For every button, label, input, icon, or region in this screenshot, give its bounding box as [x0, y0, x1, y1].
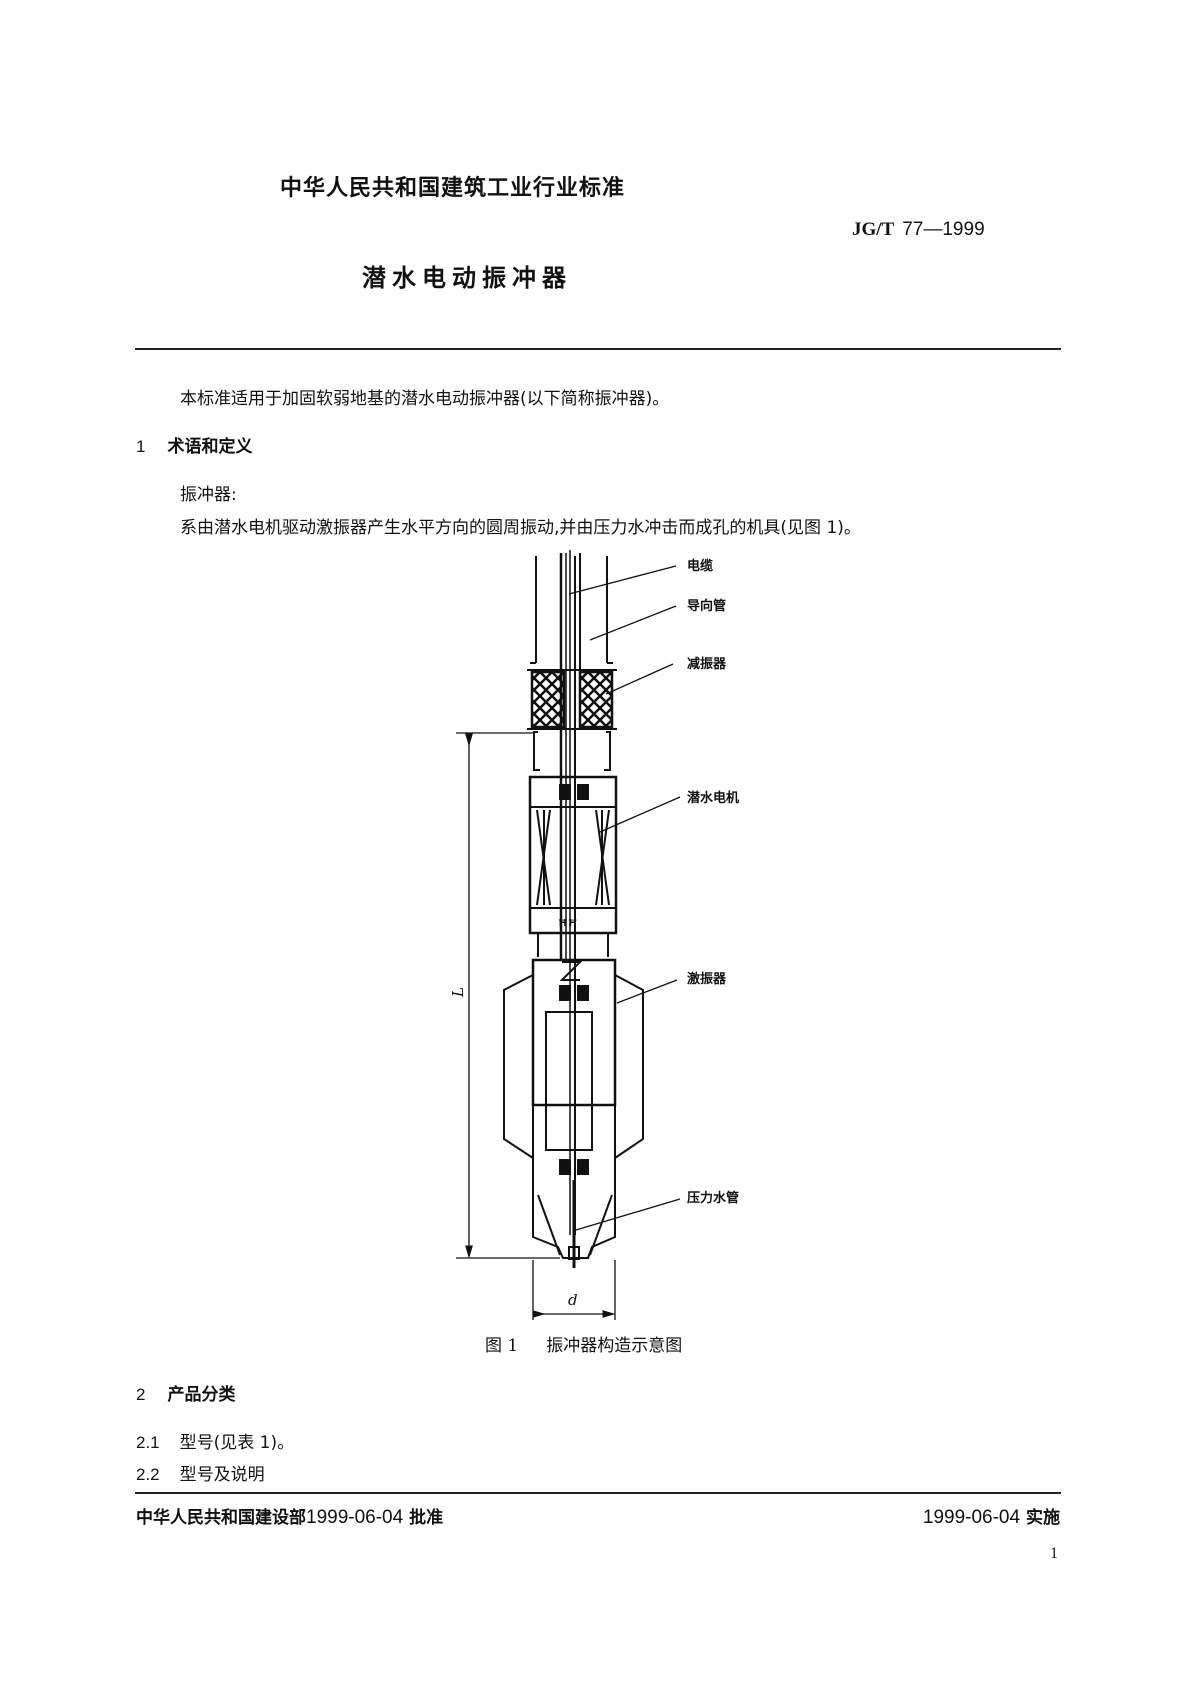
document-title: 潜水电动振冲器: [362, 264, 572, 292]
leader-lines: [568, 565, 681, 1231]
guide-pipe: [530, 556, 613, 664]
subsection-2-1: 2.1 型号(见表 1)。: [136, 1428, 294, 1453]
subsection-text: 型号及说明: [179, 1465, 265, 1485]
standard-category: 中华人民共和国建筑工业行业标准: [280, 176, 626, 201]
dimension-length: [456, 732, 560, 1259]
approval-date: 1999-06-04: [306, 1507, 404, 1528]
damper: [527, 669, 617, 730]
term-label: 振冲器:: [180, 485, 237, 505]
section-1-heading: 1 术语和定义: [136, 432, 252, 457]
section-title: 产品分类: [167, 1385, 236, 1405]
guide-pipe-label: 导向管: [687, 598, 726, 614]
figure-caption-text: 振冲器构造示意图: [546, 1336, 683, 1356]
scope-paragraph: 本标准适用于加固软弱地基的潜水电动振冲器(以下简称振冲器)。: [180, 389, 670, 409]
subsection-text: 型号(见表 1)。: [179, 1433, 295, 1453]
term-definition: 系由潜水电机驱动激振器产生水平方向的圆周振动,并由压力水冲击而成孔的机具(见图 …: [180, 518, 861, 538]
diameter-label: d: [568, 1291, 578, 1309]
section-2-heading: 2 产品分类: [136, 1380, 235, 1405]
effective-date: 1999-06-04: [922, 1507, 1021, 1528]
footer-divider: [135, 1492, 1061, 1494]
submersible-motor: ĦĦ: [528, 775, 618, 957]
subsection-number: 2.2: [136, 1465, 160, 1484]
subsection-number: 2.1: [136, 1433, 160, 1452]
section-title: 术语和定义: [167, 437, 253, 457]
section-number: 1: [136, 437, 146, 456]
motor-label: 潜水电机: [687, 790, 739, 806]
exciter: [503, 958, 644, 1175]
effective-line: 1999-06-04 实施: [923, 1503, 1060, 1529]
standard-code: JG/T 77—1999: [852, 218, 985, 241]
standard-code-number: 77—1999: [902, 219, 985, 240]
length-label: L: [449, 987, 467, 998]
section-number: 2: [136, 1385, 146, 1404]
svg-text:ĦĦ: ĦĦ: [558, 918, 577, 929]
approval-line: 中华人民共和国建设部1999-06-04 批准: [136, 1503, 443, 1529]
damper-label: 减振器: [687, 656, 727, 672]
page-number: 1: [1050, 1545, 1058, 1562]
water-pipe-label: 压力水管: [687, 1190, 739, 1206]
cable-shaft: [559, 550, 581, 1235]
figure-caption: 图 1 振冲器构造示意图: [485, 1331, 682, 1356]
subsection-2-2: 2.2 型号及说明: [136, 1460, 265, 1485]
dimension-diameter: [532, 1260, 616, 1320]
standard-code-prefix: JG/T: [852, 219, 895, 240]
cable-label: 电缆: [687, 558, 713, 574]
header-divider: [135, 348, 1061, 350]
approval-label: 批准: [409, 1508, 444, 1528]
nozzle-cone: [532, 1174, 616, 1268]
figure-number: 图 1: [485, 1336, 519, 1356]
approval-org: 中华人民共和国建设部: [136, 1508, 306, 1528]
effective-label: 实施: [1026, 1508, 1060, 1528]
exciter-label: 激振器: [687, 971, 727, 987]
